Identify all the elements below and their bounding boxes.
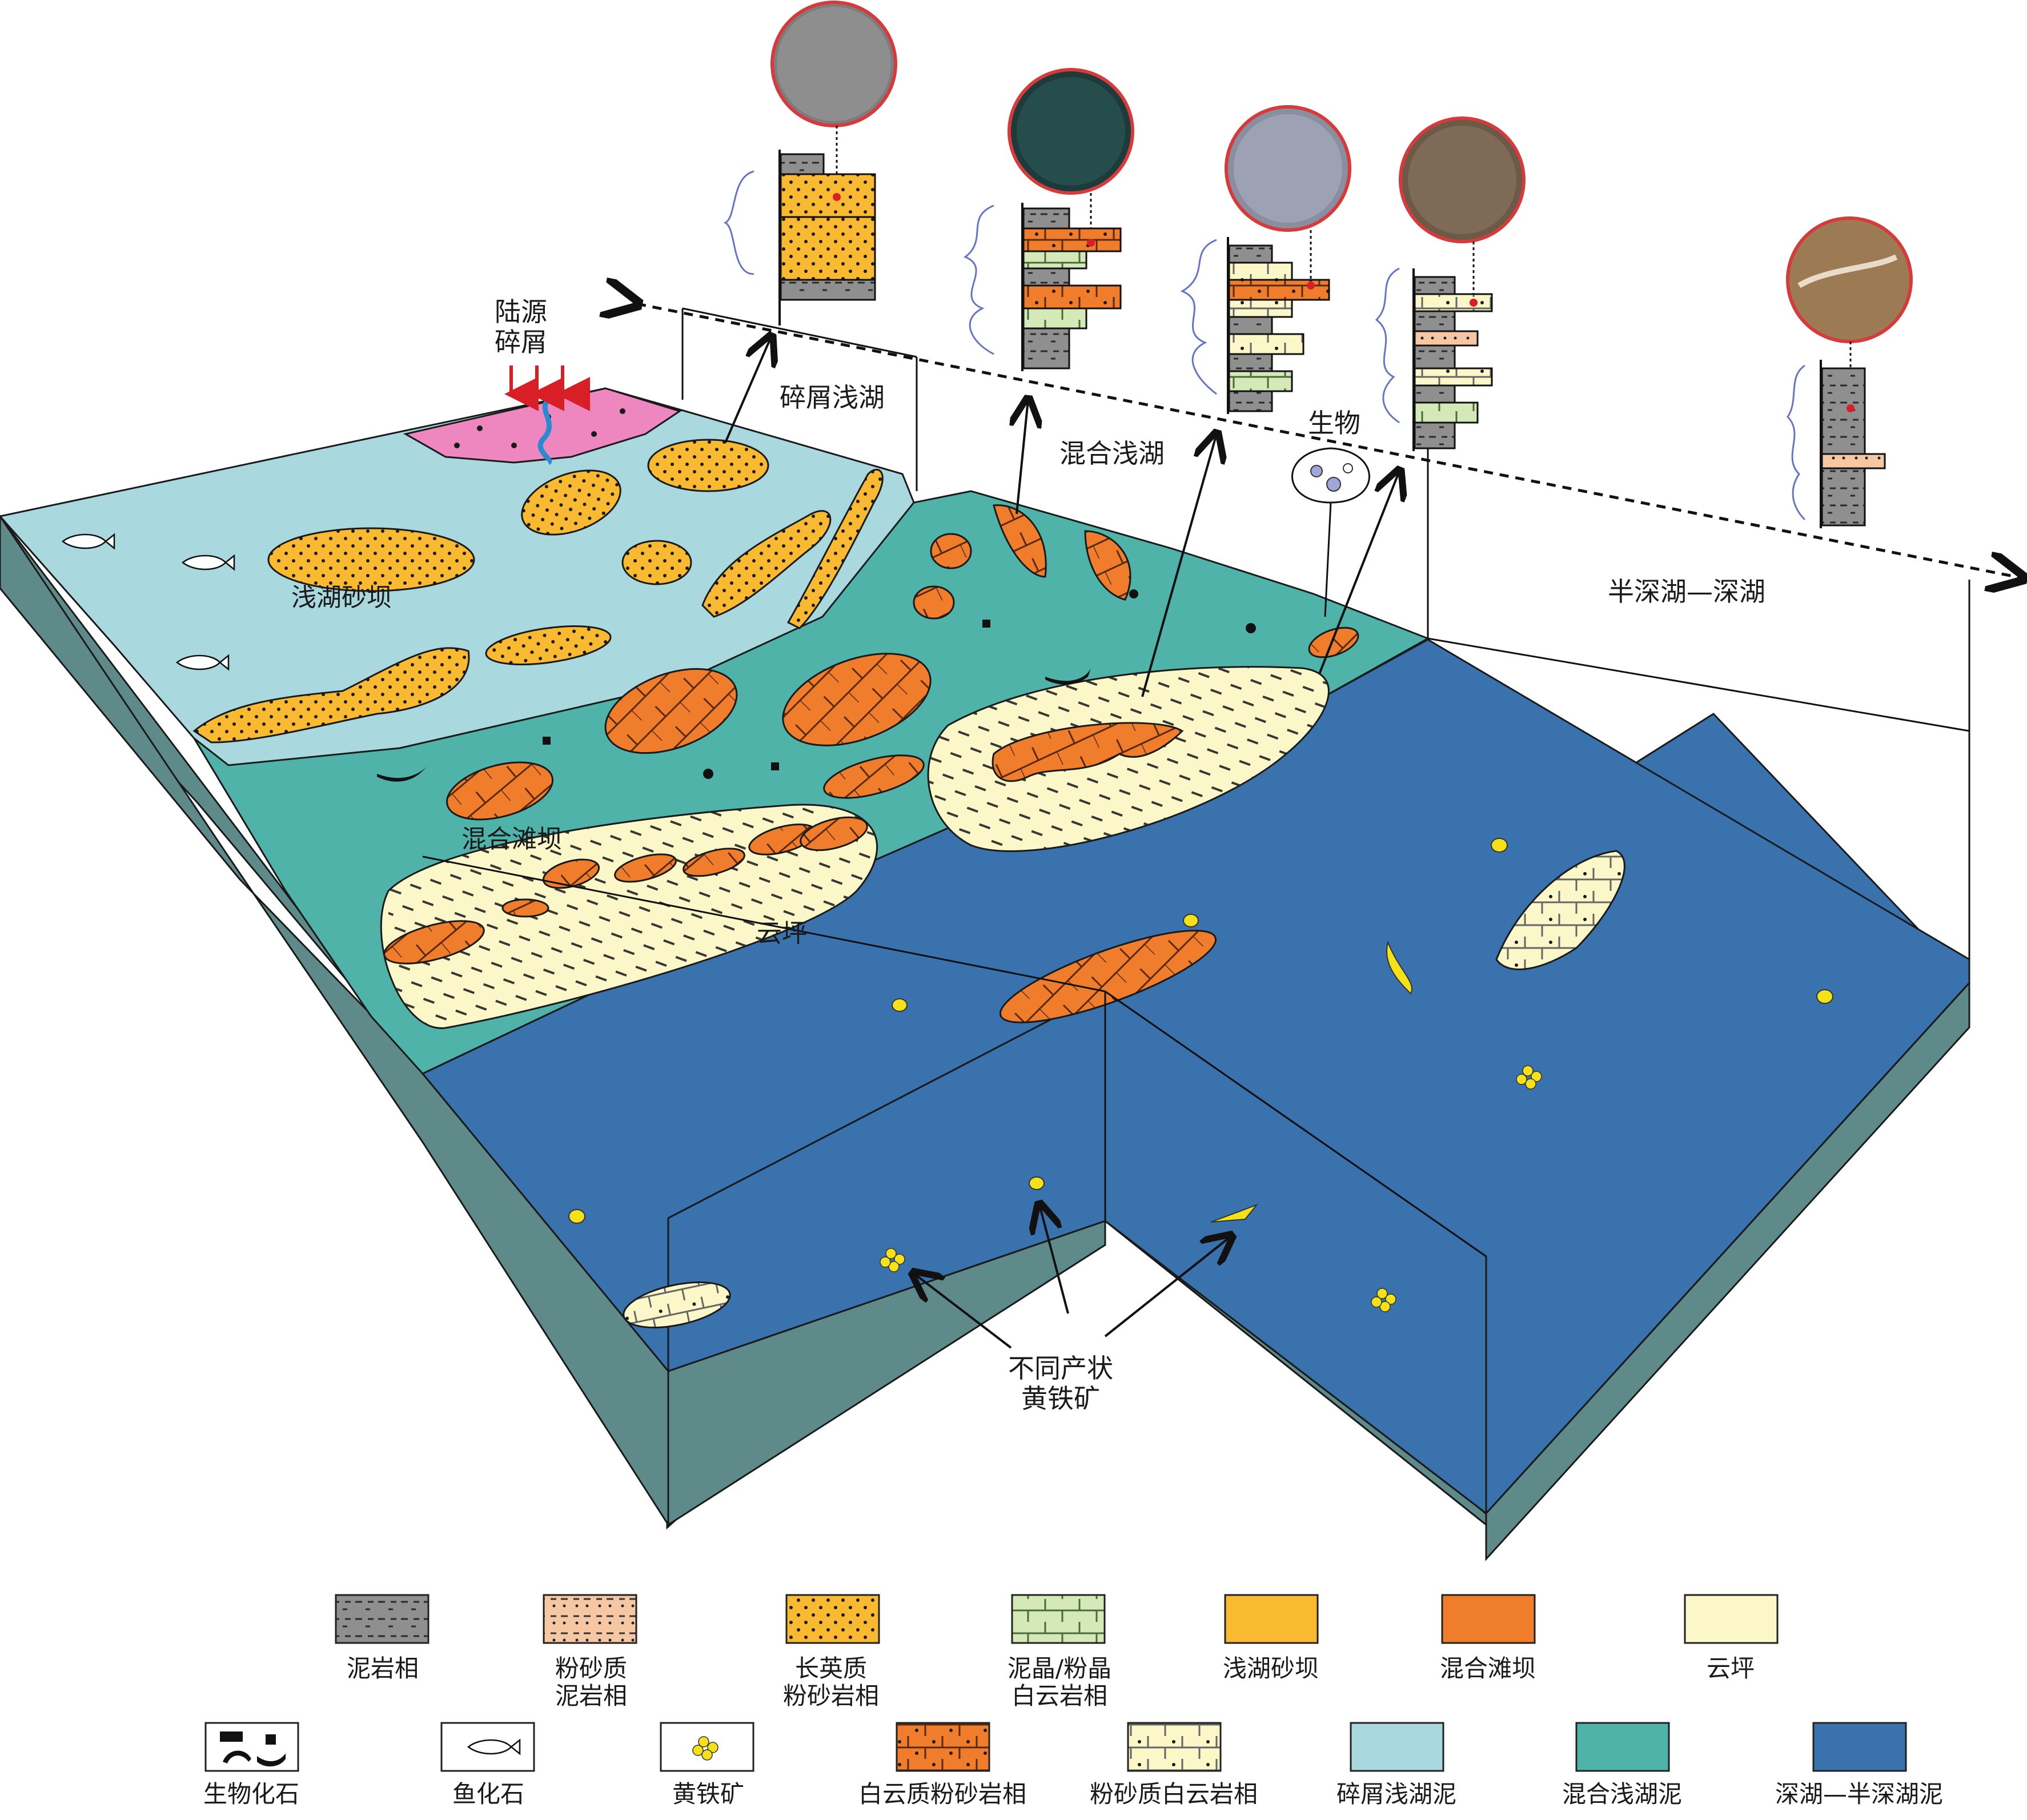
pyrite-callout-line2: 黄铁矿 [1021, 1383, 1100, 1414]
legend-text: 白云质粉砂岩相 [858, 1780, 1026, 1808]
source-label-line2: 碎屑 [495, 326, 547, 357]
legend-text: 粉砂质 [555, 1654, 627, 1682]
legend-text: 云坪 [1706, 1654, 1755, 1682]
pyrite-grains [568, 838, 1833, 1224]
dolomite-lenses [623, 850, 1625, 1329]
legend-text: 鱼化石 [452, 1780, 524, 1808]
fish-fossils [61, 533, 235, 671]
zone-label-deep: 半深湖—深湖 [1608, 576, 1765, 607]
legend-text: 生物化石 [203, 1780, 299, 1808]
legend-text: 长英质 [794, 1654, 867, 1682]
swatch-sandbar [1224, 1594, 1319, 1644]
legend-text: 白云岩相 [1011, 1682, 1107, 1710]
legend-label-silty-dolomite: 粉砂质白云岩相 [1071, 1780, 1277, 1808]
column-3 [1180, 105, 1351, 414]
pyrite-callout-line1: 不同产状 [1008, 1353, 1113, 1384]
swatch-clastic-mud [1350, 1722, 1444, 1772]
pyrite-framboids [880, 1065, 1542, 1312]
legend-text: 粉砂质白云岩相 [1089, 1780, 1258, 1808]
swatch-dolomitic-siltstone [896, 1722, 990, 1772]
source-label: 陆源 碎屑 [495, 297, 547, 357]
legend-swatches [204, 1594, 1907, 1772]
legend-label-micrite-dolomite: 泥晶/粉晶白云岩相 [991, 1654, 1128, 1710]
swatch-pyrite [660, 1722, 754, 1772]
swatch-deep-mud [1812, 1722, 1907, 1772]
swatch-bio-fossil [204, 1722, 299, 1772]
source-label-line1: 陆源 [495, 296, 547, 327]
swatch-mudstone [335, 1594, 430, 1644]
legend-label-mixed-bar: 混合滩坝 [1425, 1654, 1551, 1682]
legend-icons [220, 1731, 719, 1767]
swatch-doloflat [1684, 1594, 1779, 1644]
legend-text: 深湖—半深湖泥 [1775, 1780, 1943, 1808]
legend-text: 泥晶/粉晶 [1007, 1654, 1112, 1682]
legend-label-mixed-mud: 混合浅湖泥 [1539, 1780, 1705, 1808]
swatch-felsic-siltstone [785, 1594, 880, 1644]
swatch-silty-mudstone [543, 1594, 637, 1644]
legend-label-mudstone: 泥岩相 [328, 1654, 437, 1682]
legend-text: 泥岩相 [555, 1682, 627, 1710]
legend-label-dolomitic-siltstone: 白云质粉砂岩相 [840, 1780, 1045, 1808]
legend-text: 黄铁矿 [672, 1780, 744, 1808]
legend-label-deep-mud: 深湖—半深湖泥 [1762, 1780, 1956, 1808]
map-label-dolo-flat: 云坪 [757, 919, 807, 948]
pyrite-callout: 不同产状 黄铁矿 [1008, 1353, 1113, 1414]
swatch-silty-dolomite [1127, 1722, 1222, 1772]
column-2 [963, 68, 1134, 371]
legend-text: 碎屑浅湖泥 [1336, 1780, 1456, 1808]
swatch-mixedbar [1441, 1594, 1536, 1644]
column-1 [723, 1, 897, 326]
legend-label-bio-fossil: 生物化石 [183, 1780, 320, 1808]
map-label-sandbar: 浅湖砂坝 [291, 583, 392, 612]
legend-label-pyrite: 黄铁矿 [645, 1780, 771, 1808]
map-label-mixed-bar: 混合滩坝 [461, 825, 562, 854]
organism-bubble [1291, 447, 1370, 617]
zone-label-bio: 生物 [1308, 408, 1360, 439]
legend-text: 粉砂岩相 [782, 1682, 879, 1710]
legend-text: 泥岩相 [346, 1654, 419, 1682]
zone-label-clastic: 碎屑浅湖 [780, 382, 885, 413]
legend-label-clastic-mud: 碎屑浅湖泥 [1314, 1780, 1479, 1808]
legend-label-dolo-flat: 云坪 [1676, 1654, 1785, 1682]
legend-label-felsic-siltstone: 长英质粉砂岩相 [765, 1654, 897, 1710]
legend-label-silty-mudstone: 粉砂质泥岩相 [537, 1654, 645, 1710]
column-4 [1375, 116, 1526, 451]
swatch-micrite-dolomite [1011, 1594, 1106, 1644]
source-arrows [504, 365, 590, 411]
legend-text: 混合浅湖泥 [1562, 1780, 1682, 1808]
legend-label-fish-fossil: 鱼化石 [426, 1780, 551, 1808]
profile-dashed-arrow [637, 304, 2022, 578]
zone-label-mixed: 混合浅湖 [1059, 438, 1165, 469]
column-5 [1786, 216, 1913, 528]
swatch-mixed-mud [1575, 1722, 1670, 1772]
legend-text: 混合滩坝 [1439, 1654, 1536, 1682]
legend-text: 浅湖砂坝 [1222, 1654, 1319, 1682]
legend-label-sandbar: 浅湖砂坝 [1208, 1654, 1334, 1682]
